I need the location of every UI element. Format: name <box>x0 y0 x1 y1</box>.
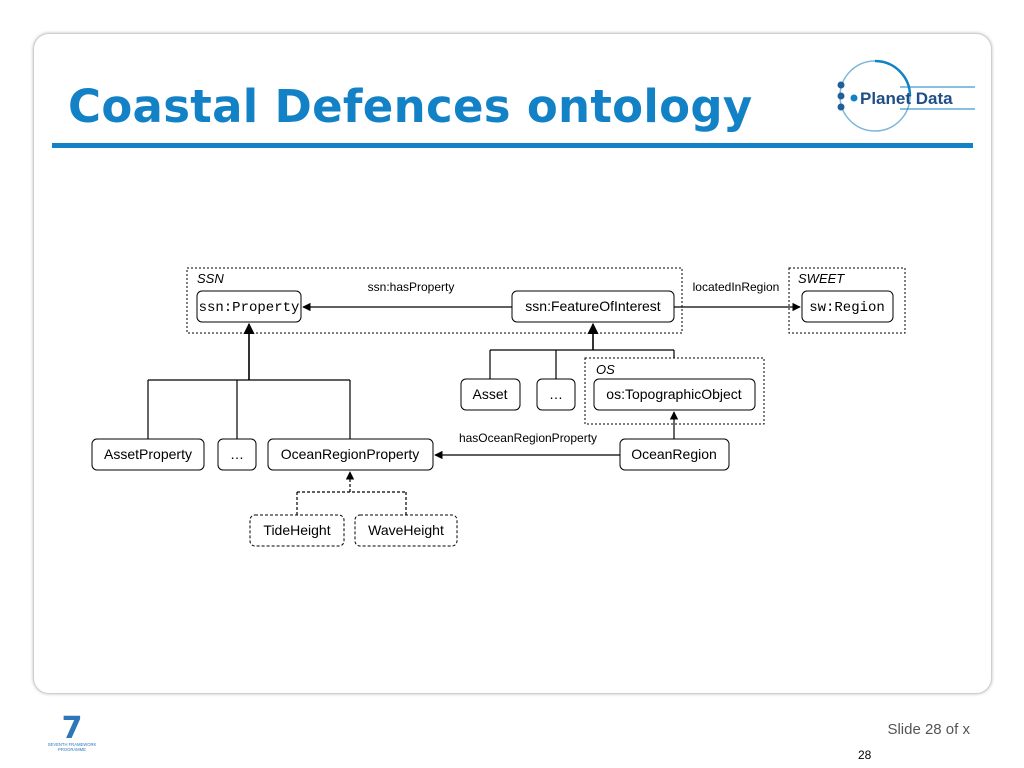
logo-text: Planet Data <box>860 89 953 108</box>
sweet-group <box>788 267 906 334</box>
fp7-number: 7 <box>62 711 83 746</box>
node-ssn-feature-of-interest: ssn:FeatureOfInterest <box>511 290 675 323</box>
logo-dot <box>850 94 858 102</box>
edge-label-has-ocean-region-property: hasOceanRegionProperty <box>459 431 597 445</box>
node-label: AssetProperty <box>104 446 192 462</box>
edge-feature-subclass-tree <box>489 322 675 379</box>
node-feature-ellipsis: … <box>536 378 576 411</box>
node-sw-region: sw:Region <box>801 290 894 323</box>
slide-counter: Slide 28 of x <box>887 721 970 738</box>
sweet-group-label: SWEET <box>798 271 845 286</box>
logo-dot <box>837 81 845 89</box>
logo-arc <box>874 59 912 97</box>
node-property-ellipsis: … <box>217 438 257 471</box>
node-label: ssn:Property <box>199 300 300 316</box>
node-ocean-region-property: OceanRegionProperty <box>267 438 434 471</box>
node-label: WaveHeight <box>368 522 444 538</box>
node-os-topographic-object: os:TopographicObject <box>593 378 756 411</box>
slide-title: Coastal Defences ontology <box>68 80 753 133</box>
edge-height-subclass-tree <box>296 471 407 515</box>
node-label: … <box>549 386 563 402</box>
planet-data-logo: Planet Data <box>837 59 975 132</box>
node-label: os:TopographicObject <box>606 386 742 402</box>
edge-label-has-property: ssn:hasProperty <box>368 280 455 294</box>
node-label: Asset <box>472 386 507 402</box>
node-asset-property: AssetProperty <box>91 438 205 471</box>
node-ocean-region: OceanRegion <box>619 438 730 471</box>
node-ssn-property: ssn:Property <box>196 290 302 323</box>
edge-property-subclass-tree <box>147 322 351 439</box>
node-wave-height: WaveHeight <box>354 514 458 547</box>
node-label: OceanRegion <box>631 446 717 462</box>
node-label: sw:Region <box>809 300 885 316</box>
edge-label-located-in-region: locatedInRegion <box>693 280 780 294</box>
logo-dot <box>837 92 845 100</box>
node-asset: Asset <box>460 378 521 411</box>
node-label: OceanRegionProperty <box>281 446 420 462</box>
fp7-caption: SEVENTH FRAMEWORK <box>48 742 97 747</box>
page-number: 28 <box>858 748 872 762</box>
ssn-group-label: SSN <box>197 271 224 286</box>
os-group-label: OS <box>596 362 615 377</box>
node-label: TideHeight <box>263 522 330 538</box>
fp7-caption: PROGRAMME <box>58 747 86 752</box>
node-tide-height: TideHeight <box>249 514 345 547</box>
logo-dot <box>837 103 845 111</box>
node-label: ssn:FeatureOfInterest <box>525 298 661 314</box>
fp7-logo: 7 SEVENTH FRAMEWORK PROGRAMME <box>48 711 97 752</box>
node-label: … <box>230 446 244 462</box>
title-underline <box>52 143 973 148</box>
